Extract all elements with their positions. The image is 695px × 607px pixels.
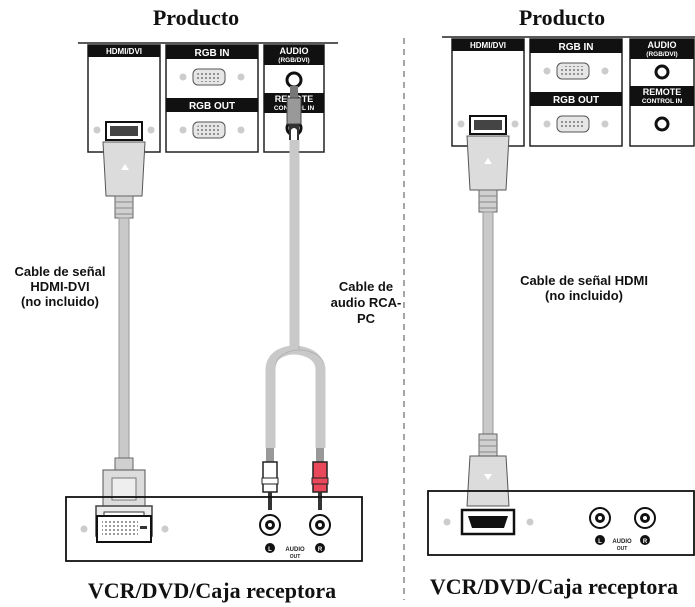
left-audio-l-badge: L	[268, 547, 272, 553]
left-rca-plug-red	[311, 448, 329, 510]
left-signal-cable-label-1: Cable de señal	[14, 264, 105, 279]
left-device-title: VCR/DVD/Caja receptora	[88, 578, 336, 603]
left-hdmi-dvi-label: HDMI/DVI	[106, 47, 142, 56]
left-signal-cable	[118, 217, 130, 459]
right-hdmi-dvi-label: HDMI/DVI	[470, 41, 506, 50]
right-audio-out-r-jack	[634, 507, 656, 529]
right-audio-sub-label: (RGB/DVI)	[646, 51, 677, 58]
right-product-panel: HDMI/DVI RGB IN RGB OUT AUDIO	[442, 36, 695, 147]
right-remote-label: REMOTE	[643, 87, 682, 97]
right-rgb-out-label: RGB OUT	[553, 95, 599, 106]
right-audio-word: AUDIO	[612, 539, 632, 545]
left-device-panel: L R AUDIO OUT	[65, 496, 363, 562]
right-audio-jack	[654, 64, 670, 80]
left-rgb-out-label: RGB OUT	[189, 101, 235, 112]
left-signal-cable-label-3: (no incluido)	[21, 294, 99, 309]
right-product-title: Producto	[519, 5, 605, 30]
right-rgb-out-port	[543, 115, 609, 133]
right-audio-label: AUDIO	[648, 40, 677, 50]
right-device-panel: L R AUDIO OUT	[427, 490, 695, 556]
right-signal-cable-label-2: (no incluido)	[545, 288, 623, 303]
left-audio-cable-label-3: PC	[357, 311, 376, 326]
left-audio-cable-label-2: audio RCA-	[331, 295, 402, 310]
left-rca-plug-white	[261, 448, 279, 510]
right-rgb-in-port	[543, 62, 609, 80]
left-audio-cable	[265, 140, 325, 448]
left-audio-out-word: OUT	[290, 554, 301, 560]
right-remote-sub-label: CONTROL IN	[642, 98, 683, 105]
left-signal-cable-label-2: HDMI-DVI	[30, 279, 89, 294]
left-minijack-plug	[286, 86, 302, 140]
left-rgb-in-label: RGB IN	[195, 48, 230, 59]
right-audio-out-l-jack	[589, 507, 611, 529]
left-diagram: Producto HDMI/DVI RGB IN RGB OUT	[14, 5, 401, 603]
left-audio-word: AUDIO	[285, 547, 305, 553]
left-audio-cable-label-1: Cable de	[339, 279, 393, 294]
left-rgb-out-port	[179, 121, 245, 139]
left-audio-out-l-jack	[259, 514, 281, 536]
right-rgb-in-label: RGB IN	[559, 42, 594, 53]
left-audio-sub-label: (RGB/DVI)	[278, 57, 309, 64]
right-signal-cable	[482, 211, 494, 435]
right-hdmi-plug-top	[466, 115, 510, 213]
right-signal-cable-label-1: Cable de señal HDMI	[520, 273, 648, 288]
right-audio-l-badge: L	[598, 539, 602, 545]
left-product-title: Producto	[153, 5, 239, 30]
right-audio-out-word: OUT	[617, 546, 628, 552]
right-hdmi-plug-bottom	[466, 433, 510, 507]
right-audio-r-badge: R	[643, 539, 648, 545]
right-remote-jack	[654, 116, 670, 132]
right-diagram: Producto HDMI/DVI RGB IN RGB OUT	[427, 5, 695, 599]
left-audio-r-badge: R	[318, 547, 323, 553]
left-audio-jack	[285, 71, 303, 89]
left-hdmi-plug	[102, 121, 146, 219]
right-device-title: VCR/DVD/Caja receptora	[430, 574, 678, 599]
left-audio-label: AUDIO	[280, 46, 309, 56]
left-audio-out-r-jack	[309, 514, 331, 536]
left-rgb-in-port	[179, 68, 245, 86]
